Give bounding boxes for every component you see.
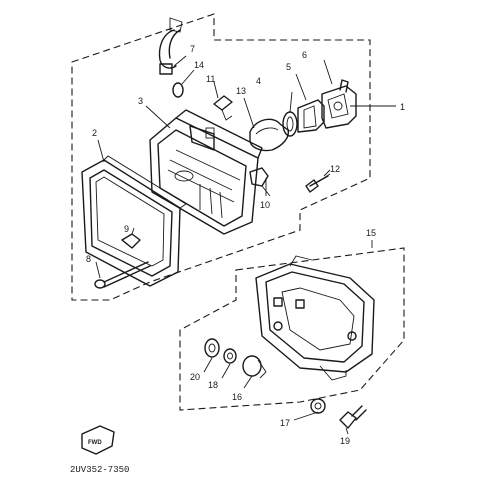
socket-ring-part-4 (282, 91, 298, 137)
callout-14: 14 (194, 60, 204, 70)
callout-8: 8 (86, 254, 91, 264)
housing-15-outline (179, 247, 405, 411)
callout-3: 3 (138, 96, 143, 106)
callout-18: 18 (208, 380, 218, 390)
fwd-direction-arrow: FWD (81, 425, 115, 455)
bush-part-20 (204, 338, 220, 358)
wiring-lead-part-7 (158, 17, 187, 75)
washer-part-17 (310, 398, 326, 414)
bolt-part-8 (94, 261, 151, 289)
lens-unit-part-3 (149, 109, 263, 235)
callout-9: 9 (124, 224, 129, 234)
bulb-part-13 (249, 118, 289, 152)
socket-part-6 (321, 59, 357, 129)
assembly-1-outline (71, 13, 371, 301)
callout-10: 10 (260, 200, 270, 210)
bulb-holder-part-5 (295, 73, 325, 133)
callout-15: 15 (366, 228, 376, 238)
drawing-code: 2UV352-7350 (70, 465, 129, 475)
callout-20: 20 (190, 372, 200, 382)
screw-part-12 (305, 173, 331, 193)
collar-part-18 (223, 348, 237, 364)
callout-12: 12 (330, 164, 340, 174)
callout-7: 7 (190, 44, 195, 54)
callout-4: 4 (256, 76, 261, 86)
screw-part-19 (339, 405, 367, 429)
fwd-label: FWD (88, 440, 102, 446)
callout-19: 19 (340, 436, 350, 446)
callout-17: 17 (280, 418, 290, 428)
grommet-part-16 (242, 355, 267, 379)
callout-1: 1 (400, 102, 405, 112)
nut-part-9 (121, 227, 141, 249)
leader-lines (97, 97, 396, 435)
callout-16: 16 (232, 392, 242, 402)
spring-clip-part-11 (213, 81, 233, 121)
callout-6: 6 (302, 50, 307, 60)
grommet-part-10 (249, 167, 271, 197)
pilot-bulb-part-14 (172, 69, 195, 98)
callout-13: 13 (236, 86, 246, 96)
callout-2: 2 (92, 128, 97, 138)
callout-11: 11 (206, 74, 215, 84)
housing-part-15 (255, 255, 375, 381)
rim-part-2 (81, 155, 187, 287)
callout-5: 5 (286, 62, 291, 72)
